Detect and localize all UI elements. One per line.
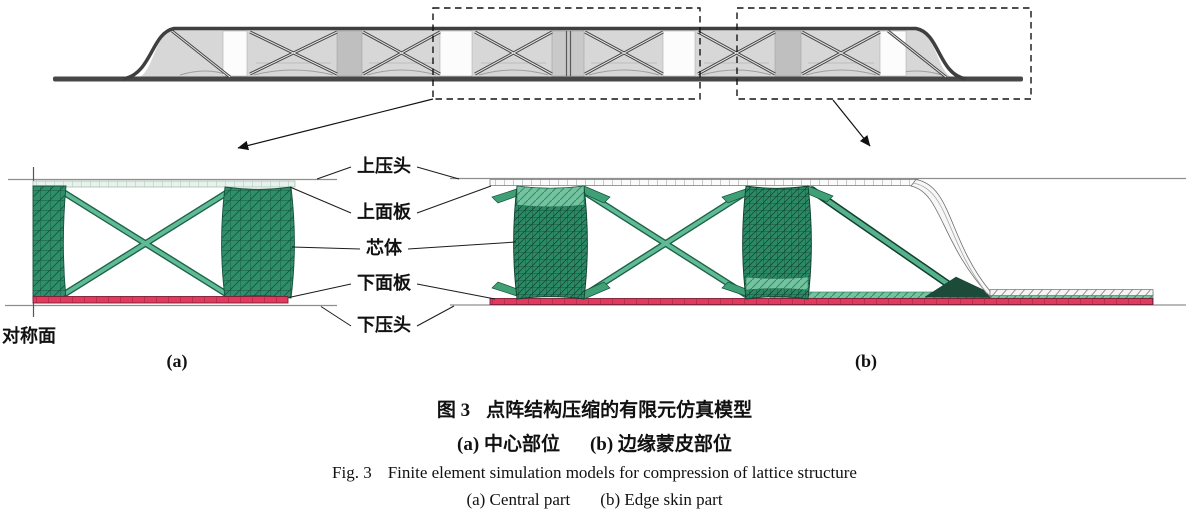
lower-face-plate-b <box>489 298 1154 305</box>
leader-lower-plate-right <box>416 283 496 300</box>
label-upper-face-plate: 上面板 <box>357 201 412 222</box>
top-skin <box>122 26 967 81</box>
leader-lower-press-left <box>320 306 352 327</box>
leader-upper-plate-right <box>416 185 492 214</box>
edge-skin-ramp <box>910 179 991 298</box>
caption-en-part-b: (b) Edge skin part <box>600 490 723 509</box>
caption-zh-fig-no: 图 3 <box>436 400 471 421</box>
figure-captions: 图 3 点阵结构压缩的有限元仿真模型 (a) 中心部位 (b) 边缘蒙皮部位 Fig… <box>0 388 1189 517</box>
core-column-b-right-light-band <box>745 276 809 291</box>
edge-skin-tail <box>989 289 1154 296</box>
caption-en-title: Fig. 3 Finite element simulation models f… <box>0 463 1189 483</box>
core-struts-a <box>59 188 232 299</box>
caption-en-part-a: (a) Central part <box>466 490 571 509</box>
leader-lower-plate-left <box>288 283 352 298</box>
label-symmetry-plane: 对称面 <box>2 325 56 346</box>
detail-a <box>5 167 337 317</box>
overview-cross-section <box>53 7 1032 151</box>
caption-en-text: Finite element simulation models for com… <box>387 463 857 482</box>
upper-face-plate-a <box>32 180 296 188</box>
center-post-lines <box>565 31 572 76</box>
sublabel-b: (b) <box>855 351 877 372</box>
label-lower-press-head: 下压头 <box>357 315 411 335</box>
leader-core-right <box>407 241 517 250</box>
caption-zh-part-a: (a) 中心部位 <box>457 434 560 455</box>
leader-upper-press-right <box>416 166 460 180</box>
label-upper-press-head: 上压头 <box>357 156 411 176</box>
caption-zh-parts: (a) 中心部位 (b) 边缘蒙皮部位 <box>0 429 1189 456</box>
caption-en-fig-no: Fig. 3 <box>332 463 372 482</box>
arrow-to-detail-a <box>237 98 434 151</box>
bottom-skin <box>53 76 1023 82</box>
core-column-a-right <box>221 186 295 299</box>
core-column-a-left <box>32 185 67 300</box>
detail-b <box>450 177 1186 306</box>
caption-zh-part-b: (b) 边缘蒙皮部位 <box>589 434 732 455</box>
caption-zh-title: 图 3 点阵结构压缩的有限元仿真模型 <box>0 395 1189 422</box>
sublabel-a: (a) <box>167 351 188 372</box>
leader-core-left <box>291 246 361 250</box>
core-column-b-left-light-band <box>516 185 585 208</box>
arrow-to-detail-b <box>832 99 871 147</box>
label-lower-face-plate: 下面板 <box>357 272 412 293</box>
leader-lower-press-right <box>416 305 455 327</box>
annotation-labels: 上压头 上面板 芯体 下面板 下压头 对称面 (a) (b) <box>2 156 877 372</box>
caption-en-parts: (a) Central part (b) Edge skin part <box>0 490 1189 510</box>
dashed-box-center-region <box>432 7 701 100</box>
edge-skin-ramp-inner-line <box>913 182 988 294</box>
lower-face-plate-a <box>32 296 289 304</box>
edge-skin-top <box>489 179 919 186</box>
core-column-b-right <box>742 185 812 300</box>
label-core: 芯体 <box>366 237 403 258</box>
node-wings-b <box>491 185 834 300</box>
figure-graphic: 上压头 上面板 芯体 下面板 下压头 对称面 (a) (b) <box>2 7 1186 372</box>
white-posts <box>222 30 907 77</box>
leader-upper-press-left <box>316 166 352 180</box>
core-struts-b <box>579 186 962 300</box>
dashed-box-edge-region <box>736 7 1032 100</box>
leader-upper-plate-left <box>289 186 352 214</box>
gray-posts <box>336 30 802 77</box>
caption-zh-text: 点阵结构压缩的有限元仿真模型 <box>486 400 753 421</box>
lattice-x-struts <box>171 29 947 79</box>
